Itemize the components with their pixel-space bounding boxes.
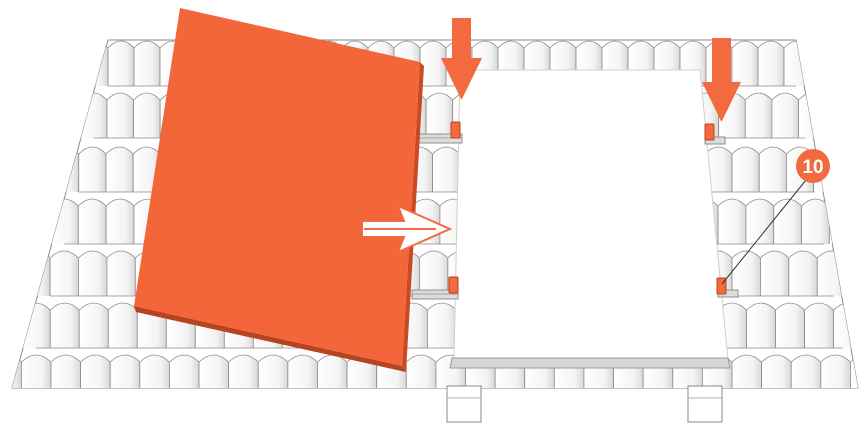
post-left — [447, 386, 481, 422]
roof-tile — [78, 251, 106, 296]
roof-tile — [791, 355, 821, 400]
roof-tile — [420, 41, 446, 86]
roof-tile — [21, 303, 50, 348]
roof-tile — [106, 199, 134, 244]
panel-face — [134, 8, 420, 366]
roof-tile — [732, 355, 762, 400]
roof-tile — [745, 93, 772, 138]
roof-tile — [772, 93, 799, 138]
roof-tile — [732, 147, 759, 192]
roof-tile — [732, 41, 758, 86]
roof-tile — [810, 41, 836, 86]
roof-tile — [108, 303, 137, 348]
roof-tile — [110, 355, 140, 400]
post-right — [688, 386, 722, 422]
roof-tile — [107, 251, 135, 296]
roof-tile — [433, 147, 460, 192]
roof-tile — [22, 251, 50, 296]
roof-tile — [805, 303, 834, 348]
roof-tile — [850, 355, 867, 400]
roof-tile — [841, 147, 867, 192]
roof-tile — [829, 199, 857, 244]
roof-tile — [817, 251, 845, 296]
mounting-clamp-icon — [705, 124, 714, 140]
roof-tile — [747, 303, 776, 348]
roof-tile — [846, 251, 867, 296]
callout-label: 10 — [802, 157, 823, 178]
roof-tile — [760, 251, 788, 296]
roof-tile — [169, 355, 199, 400]
roof-tile — [79, 147, 106, 192]
roof-tile — [834, 303, 863, 348]
roof-tile — [79, 303, 108, 348]
mounting-posts — [447, 386, 722, 422]
roof-tile — [50, 303, 79, 348]
roof-tile — [288, 355, 318, 400]
roof-tile — [51, 355, 81, 400]
bottom-rail — [450, 358, 730, 368]
slot-area — [454, 70, 728, 360]
roof-tile — [134, 93, 161, 138]
solar-panel — [134, 8, 424, 372]
roof-tile — [258, 355, 288, 400]
roof-tile — [229, 355, 259, 400]
roof-tile — [821, 355, 851, 400]
roof-tile — [21, 355, 51, 400]
roof-tile — [199, 355, 229, 400]
roof-tile — [802, 199, 830, 244]
roof-tile — [784, 41, 810, 86]
roof-tile — [732, 251, 760, 296]
roof-tile — [81, 355, 111, 400]
roof-tile — [140, 355, 170, 400]
roof-tile — [426, 93, 453, 138]
roof-tile — [825, 93, 852, 138]
installation-slot — [450, 70, 730, 368]
roof-tile — [863, 303, 867, 348]
roof-tile — [0, 355, 21, 400]
roof-tile — [798, 93, 825, 138]
roof-tile — [78, 199, 106, 244]
roof-tile — [789, 251, 817, 296]
tiled-roof — [0, 40, 867, 400]
roof-tile — [774, 199, 802, 244]
roof-tile — [107, 93, 134, 138]
roof-tile — [419, 251, 447, 296]
roof-tile — [82, 41, 108, 86]
roof-tile — [106, 147, 133, 192]
roof-tile — [50, 251, 78, 296]
mounting-clamp-icon — [451, 122, 460, 138]
roof-tile — [762, 355, 792, 400]
roof-tile — [776, 303, 805, 348]
roof-tile — [80, 93, 107, 138]
roof-tile — [406, 355, 436, 400]
roof-tile — [52, 147, 79, 192]
roof-tile — [718, 199, 746, 244]
roof-tile — [759, 147, 786, 192]
mounting-clamp-icon — [449, 277, 458, 293]
roof-tile — [51, 199, 79, 244]
roof-tile — [758, 41, 784, 86]
roof-tile — [317, 355, 347, 400]
roof-tile — [427, 303, 456, 348]
roof-tile — [108, 41, 134, 86]
roof-tile — [134, 41, 160, 86]
